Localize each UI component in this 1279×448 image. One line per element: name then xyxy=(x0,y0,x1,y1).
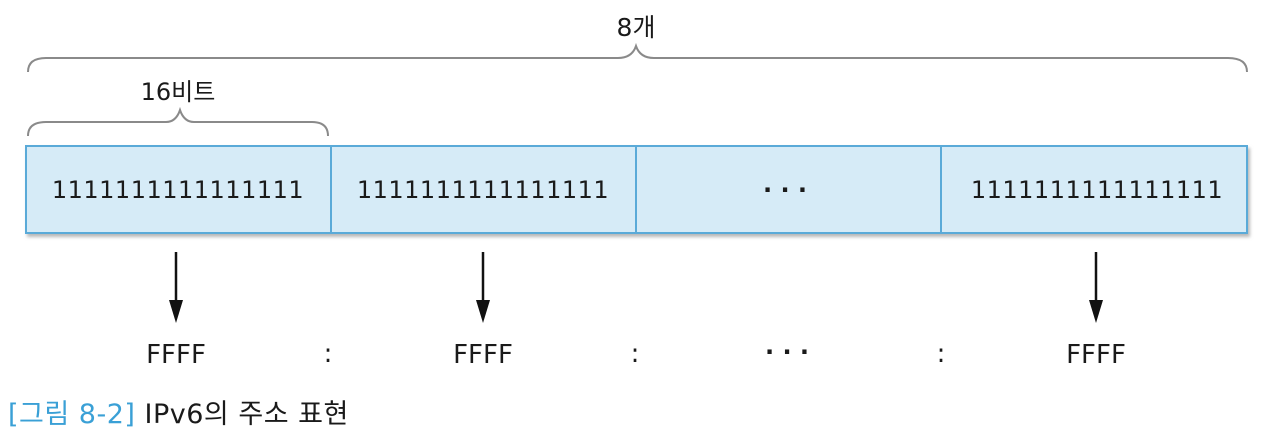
top-brace-label: 8개 xyxy=(617,13,656,42)
hex-group-2: FFFF xyxy=(453,340,513,370)
down-arrow xyxy=(1089,252,1103,323)
cell-bits-2: 1111111111111111 xyxy=(357,176,609,204)
hex-separator: : xyxy=(324,339,333,369)
hex-ellipsis: · · · xyxy=(765,338,809,366)
group-brace xyxy=(27,106,329,137)
figure-number: [그림 8-2] xyxy=(8,399,136,430)
down-arrow xyxy=(476,252,490,323)
hex-group-8: FFFF xyxy=(1066,340,1126,370)
figure-title: IPv6의 주소 표현 xyxy=(144,399,349,430)
top-brace xyxy=(27,42,1248,73)
figure-caption: [그림 8-2] IPv6의 주소 표현 xyxy=(8,392,349,431)
group-brace-label: 16비트 xyxy=(141,78,216,106)
ipv6-address-diagram: 8개 16비트 1111111111111111 111111111111111… xyxy=(25,13,1248,370)
hex-group-1: FFFF xyxy=(146,340,206,370)
hex-separator: : xyxy=(937,339,946,369)
cell-bits-1: 1111111111111111 xyxy=(52,176,304,204)
address-bar: 1111111111111111 1111111111111111 · · · … xyxy=(25,145,1248,234)
hex-separator: : xyxy=(631,339,640,369)
down-arrow xyxy=(169,252,183,323)
cell-bits-8: 1111111111111111 xyxy=(971,176,1223,204)
cell-bits-ellipsis: · · · xyxy=(763,176,807,204)
